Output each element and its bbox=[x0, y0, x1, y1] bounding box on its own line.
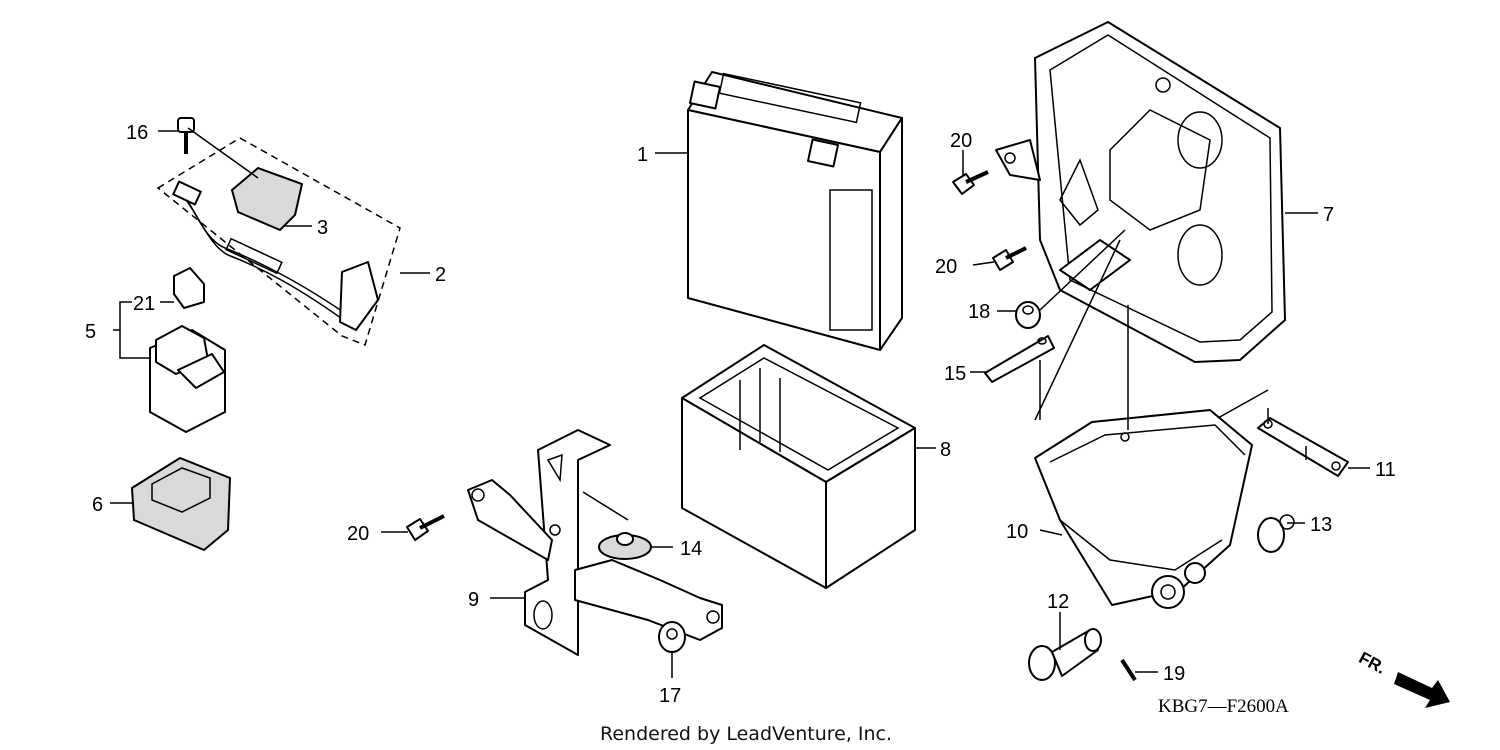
battery-case-part[interactable] bbox=[681, 344, 916, 589]
bolt-20-upper-part[interactable] bbox=[952, 170, 989, 195]
callout-9: 9 bbox=[468, 589, 479, 611]
key-lock-part[interactable] bbox=[1028, 628, 1102, 681]
callout-14: 14 bbox=[680, 538, 702, 560]
callout-20-upper: 20 bbox=[950, 130, 972, 152]
bolt-16-part[interactable] bbox=[177, 117, 195, 154]
callout-2: 2 bbox=[435, 264, 446, 286]
rear-cover-part[interactable] bbox=[1034, 409, 1253, 609]
callout-6: 6 bbox=[92, 494, 103, 516]
front-direction-indicator: FR. bbox=[1356, 648, 1450, 708]
callout-17: 17 bbox=[659, 685, 681, 707]
leader-lines bbox=[110, 130, 1370, 678]
callout-11: 11 bbox=[1375, 459, 1396, 481]
callout-16: 16 bbox=[126, 122, 148, 144]
front-label: FR. bbox=[1356, 648, 1389, 678]
callout-13: 13 bbox=[1310, 514, 1332, 536]
relay-holder-part[interactable] bbox=[130, 456, 232, 552]
nut-17-part[interactable] bbox=[658, 621, 686, 653]
callout-labels: 1 2 3 5 6 7 8 9 10 11 12 13 14 15 16 17 … bbox=[85, 122, 1396, 707]
bolt-20-middle-part[interactable] bbox=[992, 246, 1027, 271]
wire-harness-part[interactable] bbox=[156, 137, 401, 346]
diagram-code: KBG7—F2600A bbox=[1158, 696, 1289, 717]
callout-20-left: 20 bbox=[347, 523, 369, 545]
callout-18: 18 bbox=[968, 301, 990, 323]
pin-part[interactable] bbox=[1120, 658, 1137, 682]
terminal-band-part[interactable] bbox=[984, 335, 1055, 383]
front-arrow-icon bbox=[1394, 672, 1450, 708]
grommet-part[interactable] bbox=[1257, 514, 1295, 553]
callout-5: 5 bbox=[85, 321, 96, 343]
cushion-part[interactable] bbox=[598, 532, 652, 560]
callout-7: 7 bbox=[1323, 204, 1334, 226]
battery-part[interactable] bbox=[687, 71, 903, 351]
set-plate-part[interactable] bbox=[1257, 408, 1349, 477]
terminal-cover-part[interactable] bbox=[230, 166, 304, 232]
bolt-20-left-part[interactable] bbox=[406, 514, 445, 541]
callout-12: 12 bbox=[1047, 591, 1069, 613]
callout-10: 10 bbox=[1006, 521, 1028, 543]
callout-1: 1 bbox=[637, 144, 648, 166]
credit-text: Rendered by LeadVenture, Inc. bbox=[600, 723, 892, 745]
callout-21: 21 bbox=[133, 293, 155, 315]
nut-18-part[interactable] bbox=[1015, 301, 1041, 329]
assembly-lines bbox=[187, 127, 1269, 521]
callout-20-middle: 20 bbox=[935, 256, 957, 278]
callout-15: 15 bbox=[944, 363, 966, 385]
battery-box-part[interactable] bbox=[995, 21, 1286, 363]
callout-8: 8 bbox=[940, 439, 951, 461]
starter-relay-part[interactable] bbox=[149, 325, 226, 433]
battery-stay-part[interactable] bbox=[467, 429, 723, 656]
callout-19: 19 bbox=[1163, 663, 1185, 685]
callout-3: 3 bbox=[317, 217, 328, 239]
fuse-part[interactable] bbox=[173, 267, 205, 309]
